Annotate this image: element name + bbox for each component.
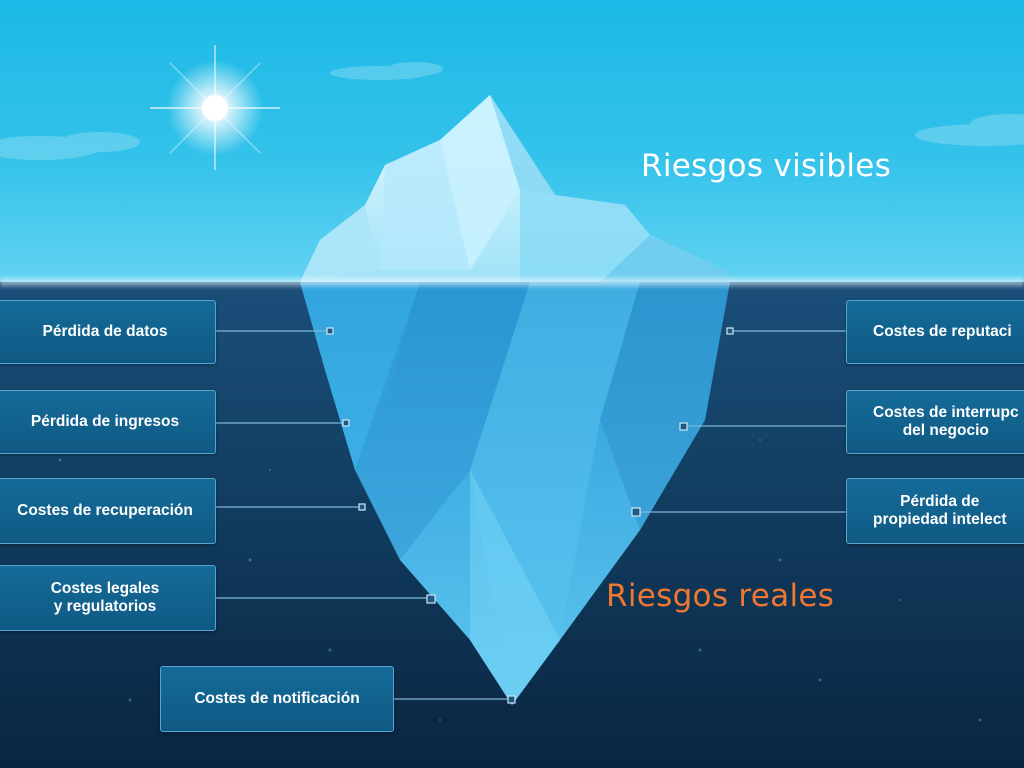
node-costes-recuperacion [358, 503, 366, 511]
water-surface-glow [0, 276, 1024, 288]
sea-particles [58, 439, 982, 722]
cloud-center [330, 62, 443, 80]
risk-box-costes-interrupcion: Costes de interrupc del negocio [846, 390, 1024, 454]
node-perdida-datos [326, 327, 334, 335]
node-costes-notificacion [507, 695, 516, 704]
iceberg-above-water [300, 95, 730, 282]
risk-box-costes-legales: Costes legales y regulatorios [0, 565, 216, 631]
risk-box-perdida-propiedad: Pérdida de propiedad intelect [846, 478, 1024, 544]
cloud-left [0, 132, 140, 160]
risk-box-perdida-ingresos: Pérdida de ingresos [0, 390, 216, 454]
risk-box-costes-reputacion: Costes de reputaci [846, 300, 1024, 364]
node-costes-reputacion [726, 327, 734, 335]
iceberg-underwater [300, 282, 730, 705]
risk-box-perdida-datos: Pérdida de datos [0, 300, 216, 364]
sun-icon [150, 45, 280, 170]
visible-risks-title: Riesgos visibles [641, 148, 892, 184]
cloud-right [915, 114, 1024, 146]
connector-lines [216, 330, 846, 700]
risk-box-costes-recuperacion: Costes de recuperación [0, 478, 216, 544]
risk-box-costes-notificacion: Costes de notificación [160, 666, 394, 732]
node-perdida-ingresos [342, 419, 350, 427]
node-costes-legales [426, 594, 436, 604]
connector-nodes [326, 327, 734, 704]
node-perdida-propiedad [631, 507, 641, 517]
real-risks-title: Riesgos reales [606, 578, 835, 614]
node-costes-interrupcion [679, 422, 688, 431]
